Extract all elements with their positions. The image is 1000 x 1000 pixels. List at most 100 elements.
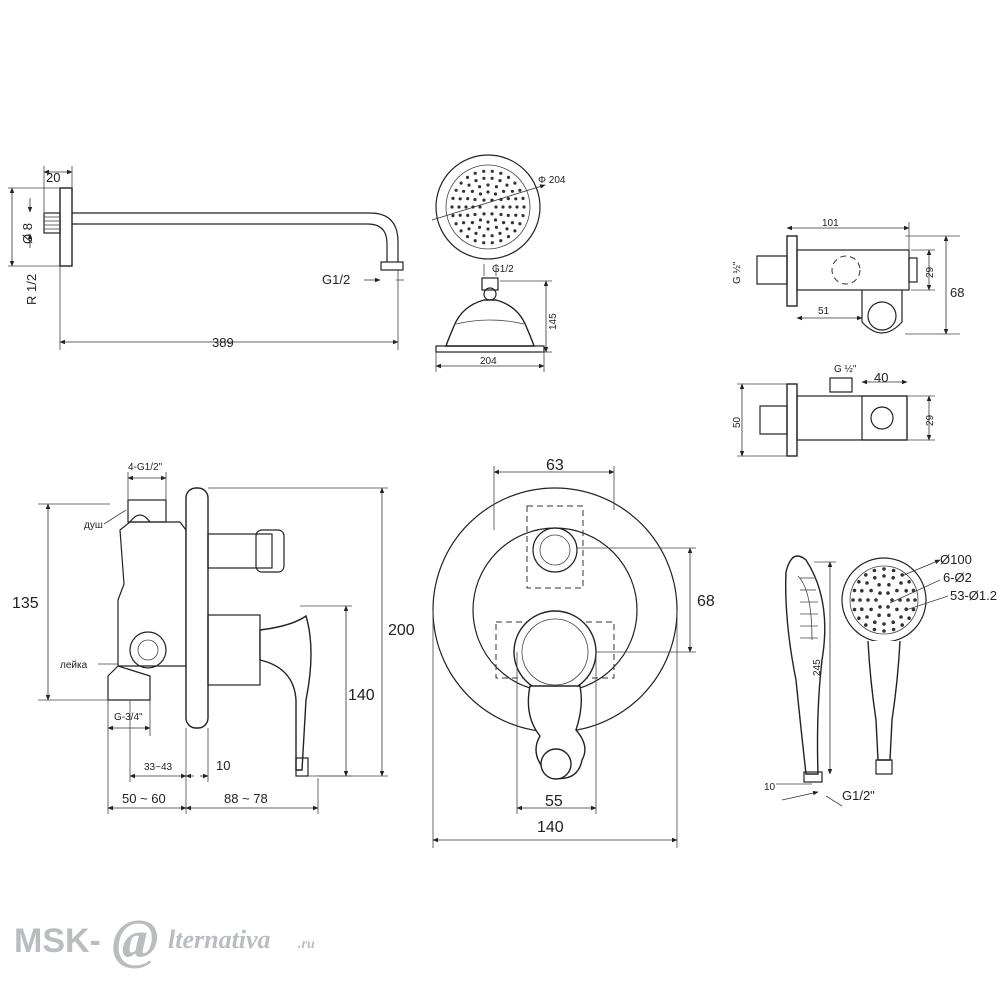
head-nozzle-dot [478, 185, 482, 189]
head-nozzle-dot [505, 227, 509, 231]
head-nozzle-dot [486, 220, 490, 224]
outlet-side-body [796, 395, 908, 441]
head-nozzle-dot [459, 181, 463, 185]
hand-nozzle-dot [891, 627, 896, 632]
head-nozzle-dot [482, 212, 486, 216]
wall-outlet-top-drawing: 101 G ½" 29 68 51 [732, 218, 964, 335]
hand-nozzle-dot [873, 620, 877, 624]
head-nozzle-dot [494, 185, 498, 189]
head-nozzle-dot [482, 198, 486, 202]
head-nozzle-dot [473, 197, 477, 202]
head-dim-diameter: Φ 204 [538, 175, 566, 186]
mixer-side-cover-plate [185, 487, 209, 729]
mixer-label-spout: лейка [60, 660, 88, 671]
hand-nozzle-dot [887, 583, 891, 587]
watermark-prefix: MSK- [14, 922, 101, 960]
head-nozzle-dot [506, 175, 511, 179]
head-dim-thread: G1/2 [492, 264, 514, 275]
head-nozzle-dot [478, 218, 483, 222]
hand-nozzle-dot [891, 620, 895, 624]
arm-dim-width: 20 [46, 170, 60, 185]
mixer-front-diverter-dashed [526, 505, 584, 589]
head-nozzle-dot [490, 241, 494, 245]
hand-nozzle-dot [895, 588, 899, 593]
head-dim-width: 204 [480, 356, 497, 367]
head-nozzle-pattern [450, 169, 526, 245]
hand-nozzle-dot [886, 591, 890, 595]
shower-arm-drawing: 20 Ø 8 R 1/2 G1/2 389 [8, 166, 404, 350]
head-nozzle-dot [513, 181, 517, 185]
mixer-dim-50-60: 50 ~ 60 [122, 791, 166, 806]
head-nozzle-dot [498, 179, 502, 183]
hand-nozzle-dot [857, 580, 861, 584]
head-nozzle-dot [473, 239, 477, 243]
hand-nozzle-dot [882, 629, 886, 633]
outlet-thread-stub [756, 255, 788, 285]
hand-nozzle-dot [882, 574, 886, 578]
hand-nozzle-dot [886, 605, 890, 609]
outlet-side-flange [786, 383, 798, 457]
outlet-dim-length: 101 [822, 218, 839, 229]
head-nozzle-dot [462, 221, 466, 225]
mixer-front-diverter-knob [532, 527, 578, 573]
head-nozzle-dot [514, 197, 518, 201]
mixer-side-drawing: душ лейка 4-G1/2" 135 G-3/4" 33~43 10 50… [12, 462, 415, 814]
head-nozzle-dot [494, 205, 498, 209]
mixer-dim-135: 135 [12, 595, 39, 612]
arm-tube-top [72, 212, 399, 262]
hand-nozzle-dot [877, 613, 881, 617]
hand-nozzle-dot [857, 616, 861, 620]
head-nozzle-dot [470, 189, 474, 193]
hand-nozzle-dot [869, 607, 873, 612]
hand-nozzle-dot [882, 567, 886, 571]
head-nozzle-dot [510, 189, 514, 193]
head-nozzle-dot [458, 213, 462, 217]
mixer-dim-88-78: 88 ~ 78 [224, 791, 268, 806]
head-nozzle-dot [478, 205, 482, 209]
hand-nozzle-dot [899, 615, 903, 619]
arm-dim-outlet: G1/2 [322, 272, 350, 287]
hand-nozzle-dot [873, 576, 877, 580]
outlet-side-dim-depth: 50 [732, 416, 743, 428]
head-nozzle-dot [465, 175, 470, 179]
hand-dim-diameter: Ø100 [940, 552, 972, 567]
hand-nozzle-dot [895, 607, 899, 612]
hand-shower-side-profile [785, 555, 826, 775]
outlet-dim-bottom: 51 [818, 306, 830, 317]
hand-nozzle-dot [907, 616, 911, 620]
head-nozzle-dot [499, 239, 503, 243]
outlet-dim-thread: G ½" [732, 261, 743, 284]
arm-dim-length: 389 [212, 335, 234, 350]
head-nozzle-dot [505, 183, 509, 187]
outlet-side-dim-height: 29 [925, 414, 936, 426]
hand-shower-drawing: 245 10 G1/2" Ø100 6-Ø2 53-Ø1.2 [764, 552, 997, 807]
hand-nozzle-dot [858, 598, 862, 602]
head-nozzle-dot [474, 231, 478, 235]
hand-nozzle-dot [907, 580, 911, 584]
head-nozzle-dot [501, 205, 505, 209]
mixer-dim-10: 10 [216, 758, 230, 773]
hand-nozzle-dot [864, 623, 868, 627]
head-nozzle-dot [493, 192, 498, 196]
head-nozzle-dot [514, 213, 518, 217]
head-nozzle-dot [462, 189, 466, 193]
outlet-side-top-port [829, 377, 853, 393]
arm-tube-bottom [72, 223, 388, 262]
hand-nozzle-dot [852, 607, 857, 612]
outlet-flange [786, 235, 798, 307]
head-nozzle-dot [506, 197, 510, 201]
hand-nozzle-dot [911, 588, 916, 593]
head-nozzle-dot [502, 189, 506, 193]
head-nozzle-dot [521, 214, 525, 218]
hand-nozzle-dot [866, 598, 870, 602]
hand-dim-length: 245 [812, 659, 823, 676]
hand-nozzle-dot [851, 598, 855, 602]
hand-shower-handle [867, 640, 901, 761]
hand-nozzle-dot [874, 598, 878, 602]
hand-nozzle-dot [877, 583, 881, 587]
mixer-front-drawing: 63 68 55 140 [432, 457, 715, 848]
mixer-side-lever-base [207, 614, 261, 686]
head-nozzle-dot [490, 169, 494, 173]
mixer-front-dim-68: 68 [697, 593, 715, 610]
head-nozzle-dot [482, 176, 486, 180]
